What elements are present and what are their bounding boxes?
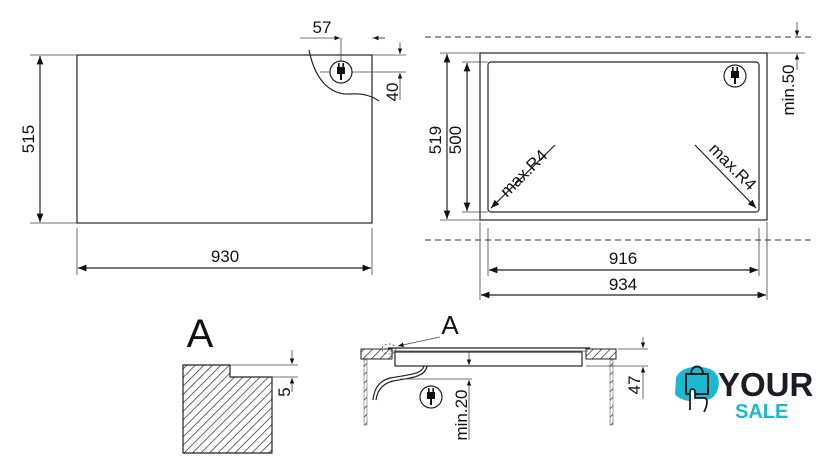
plug-icon — [419, 385, 443, 409]
outer-outline — [479, 52, 768, 221]
depth-label: 515 — [19, 125, 38, 153]
radius-right-label: max.R4 — [705, 139, 760, 194]
plug-offset-x-label: 57 — [313, 18, 332, 37]
plug-icon — [723, 64, 747, 88]
yoursale-logo: YOUR SALE — [675, 365, 814, 423]
countertop-left — [360, 348, 393, 360]
detail-a: A 5 — [182, 312, 298, 454]
cabinet-wall-right — [609, 359, 614, 426]
logo-line1: YOUR — [718, 366, 814, 403]
width-label: 930 — [211, 247, 239, 266]
min-clearance-label: min.20 — [452, 389, 471, 440]
hob-outline — [76, 54, 373, 224]
outer-depth-label: 519 — [426, 126, 445, 154]
detail-label: A — [187, 312, 214, 356]
inner-width-label: 916 — [609, 249, 637, 268]
outer-width-label: 934 — [609, 275, 637, 294]
logo-line2: SALE — [735, 401, 788, 423]
section-detail-label: A — [441, 310, 459, 340]
cutout-view: 519 500 min.50 max.R4 max.R4 916 934 — [425, 22, 815, 300]
countertop-right — [585, 348, 617, 360]
step-label: 5 — [275, 387, 294, 396]
cutout-outline — [487, 61, 760, 213]
plug-offset-y-label: 40 — [383, 83, 402, 102]
min-back-label: min.50 — [779, 64, 798, 115]
section-view: A min.20 47 — [360, 310, 648, 441]
hob-body — [394, 351, 583, 367]
height-label: 47 — [625, 376, 644, 395]
edge-profile — [182, 364, 273, 454]
inner-depth-label: 500 — [446, 126, 465, 154]
radius-left-label: max.R4 — [496, 146, 551, 201]
top-view: 515 930 57 40 — [19, 18, 406, 275]
plug-icon — [329, 60, 353, 84]
cabinet-wall-left — [363, 359, 368, 426]
